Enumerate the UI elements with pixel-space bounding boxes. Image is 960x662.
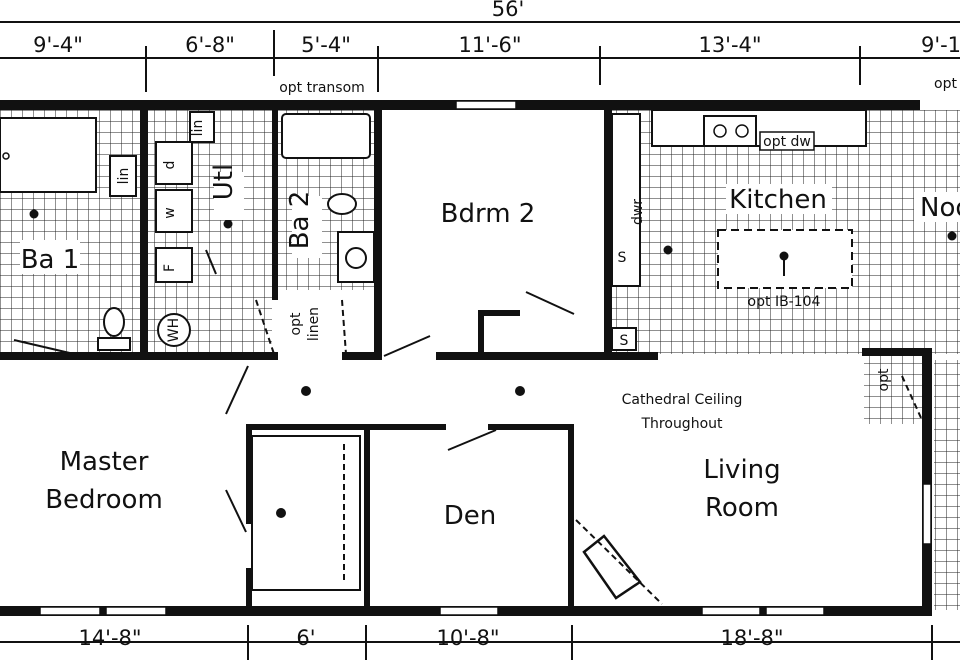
dim-top-1: 9'-4" <box>33 33 83 57</box>
kitchen-counter <box>651 109 867 147</box>
furnace-label: F <box>162 264 178 272</box>
dryer-label: d <box>162 161 178 170</box>
bath2-tub <box>281 113 371 159</box>
room-utility: Utl <box>209 164 239 200</box>
opt-closet-floor <box>864 356 932 424</box>
room-master-line2: Bedroom <box>45 485 163 515</box>
bath1-tub <box>0 117 97 193</box>
dim-top-4: 11'-6" <box>458 33 521 57</box>
fireplace <box>582 534 642 600</box>
room-bath2: Ba 2 <box>285 191 315 250</box>
room-kitchen: Kitchen <box>729 185 827 215</box>
opt-dw-box <box>759 131 815 151</box>
stove-s-label: S <box>618 250 627 266</box>
room-living-line2: Room <box>705 493 779 523</box>
room-bedroom2: Bdrm 2 <box>441 199 536 229</box>
room-bath1: Ba 1 <box>21 245 80 275</box>
dim-top-6: 9'-1 <box>921 33 960 57</box>
water-heater <box>157 313 191 347</box>
dim-bottom-3: 10'-8" <box>436 626 499 650</box>
room-nook: Noo <box>920 193 960 223</box>
hall-closet <box>251 435 361 591</box>
washer-label: w <box>162 207 178 218</box>
stair-lines <box>934 360 960 610</box>
dryer <box>155 141 193 185</box>
note-cathedral-line1: Cathedral Ceiling <box>622 392 743 408</box>
plan-notes: opt transom opt Cathedral Ceiling Throug… <box>272 76 957 432</box>
bath2-sink <box>337 231 375 283</box>
doors <box>13 249 923 605</box>
note-opt-closet: opt <box>876 368 892 391</box>
utility-linen <box>189 111 215 143</box>
room-master-line1: Master <box>60 447 149 477</box>
note-opt-transom: opt transom <box>279 80 365 96</box>
bath1-toilet <box>103 307 125 337</box>
dim-top-5: 13'-4" <box>698 33 761 57</box>
note-opt-linen-1: opt <box>288 312 304 335</box>
room-den: Den <box>444 501 497 531</box>
kitchen-side-cabinet <box>611 113 641 287</box>
pantry-s-label: S <box>620 333 629 349</box>
dimension-lines <box>0 21 960 660</box>
opt-ib-label: opt IB-104 <box>748 294 821 310</box>
note-cathedral-line2: Throughout <box>641 416 724 432</box>
ceiling-lights <box>29 209 957 518</box>
dim-top-2: 6'-8" <box>185 33 235 57</box>
overall-width-label: 56' <box>492 0 525 21</box>
note-opt-linen-2: linen <box>306 307 322 341</box>
dim-bottom-4: 18'-8" <box>720 626 783 650</box>
note-opt-top-right: opt <box>934 76 957 92</box>
opt-dw-label: opt dw <box>763 134 811 150</box>
room-living-line1: Living <box>703 455 780 485</box>
room-labels: Ba 1 Utl Ba 2 Bdrm 2 Kitchen Noo Master … <box>20 164 960 531</box>
windows <box>39 100 932 616</box>
bath2-toilet <box>327 193 357 215</box>
utility-linen-label: lin <box>190 120 206 137</box>
bath1-linen <box>109 155 137 197</box>
dim-bottom-1: 14'-8" <box>78 626 141 650</box>
fixtures: lin lin d w F WH opt dw dwr <box>0 109 867 351</box>
bath1-linen-label: lin <box>116 168 132 185</box>
dim-bottom-2: 6' <box>296 626 315 650</box>
dim-top-3: 5'-4" <box>301 33 351 57</box>
washer <box>155 189 193 233</box>
dwr-label: dwr <box>630 199 646 225</box>
furnace <box>155 247 193 283</box>
water-heater-label: WH <box>166 318 182 342</box>
